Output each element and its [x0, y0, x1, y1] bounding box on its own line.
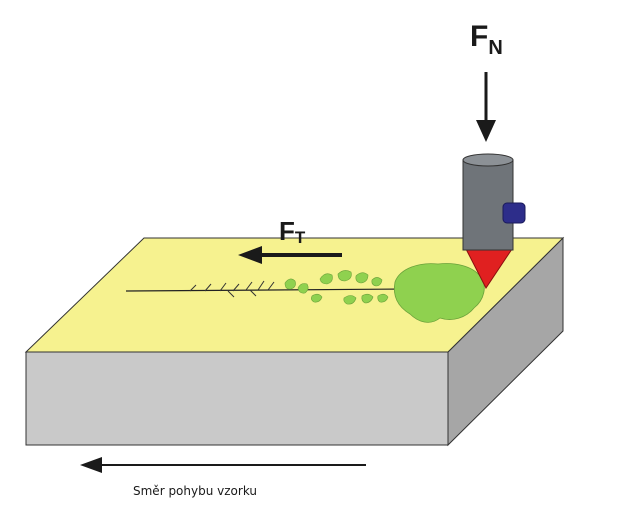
scratch-track [125, 263, 485, 323]
damage-flakes [284, 270, 389, 305]
arrow-left-icon [238, 246, 262, 264]
arrow-left-icon [80, 457, 102, 473]
tangential-force: FT [238, 216, 342, 264]
direction-caption: Směr pohybu vzorku [133, 484, 257, 498]
movement-direction: Směr pohybu vzorku [80, 457, 366, 498]
sample-front-face [25, 351, 449, 446]
crack-marks [189, 280, 275, 298]
tangential-force-label: FT [279, 216, 306, 247]
normal-force: FN [470, 20, 503, 142]
indenter-top [462, 153, 514, 167]
normal-force-label: FN [470, 20, 503, 59]
indenter [462, 153, 526, 289]
damage-region [393, 263, 485, 323]
arrow-down-icon [476, 120, 496, 142]
indenter-clip [502, 202, 526, 224]
